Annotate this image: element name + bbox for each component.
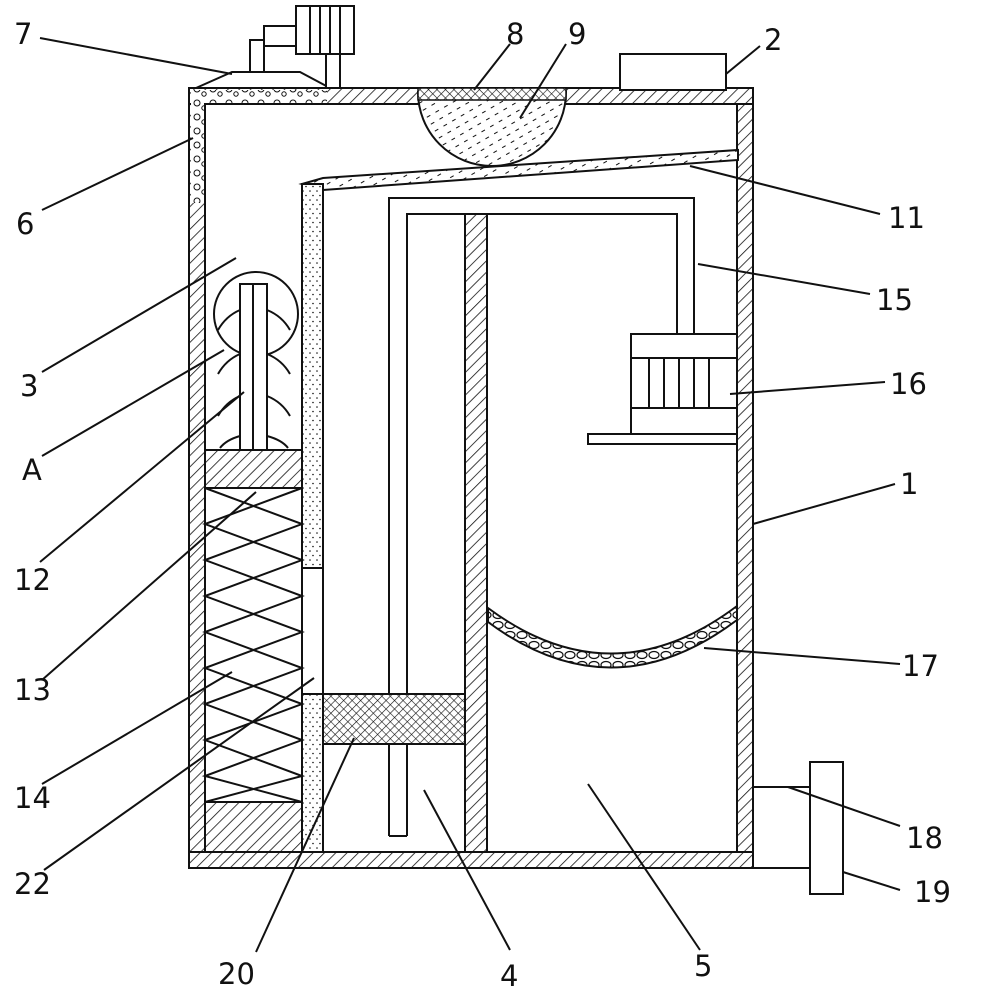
label-12: 12 xyxy=(14,563,51,597)
pipe xyxy=(388,197,695,837)
label-9: 9 xyxy=(568,17,586,51)
rotor-assembly xyxy=(213,271,299,451)
spring-assembly xyxy=(201,449,306,853)
label-A: A xyxy=(22,453,42,487)
label-18: 18 xyxy=(906,821,943,855)
label-6: 6 xyxy=(16,207,34,241)
outlet-valve xyxy=(753,761,844,895)
leader-lines xyxy=(39,37,901,953)
label-11: 11 xyxy=(888,201,925,235)
pump-unit xyxy=(587,333,738,445)
curved-mesh xyxy=(487,603,738,669)
label-2: 2 xyxy=(764,23,782,57)
dome-window xyxy=(416,87,568,167)
inner-wall-upper xyxy=(301,183,324,569)
label-16: 16 xyxy=(890,367,927,401)
porous-strip-side xyxy=(191,103,204,203)
label-17: 17 xyxy=(902,649,939,683)
label-5: 5 xyxy=(694,949,712,983)
label-1: 1 xyxy=(900,467,918,501)
label-4: 4 xyxy=(500,959,518,993)
label-15: 15 xyxy=(876,283,913,317)
label-7: 7 xyxy=(14,17,32,51)
top-fan-assembly xyxy=(195,5,355,89)
label-19: 19 xyxy=(914,875,951,909)
porous-strip-top xyxy=(191,90,327,103)
housing-wall xyxy=(188,87,754,869)
label-8: 8 xyxy=(506,17,524,51)
label-20: 20 xyxy=(218,957,255,991)
label-14: 14 xyxy=(14,781,51,815)
center-divider xyxy=(464,213,488,853)
label-3: 3 xyxy=(20,369,38,403)
top-box xyxy=(619,53,727,91)
label-22: 22 xyxy=(14,867,51,901)
inner-wall-lower xyxy=(301,693,324,853)
filter-block xyxy=(322,693,466,745)
label-13: 13 xyxy=(14,673,51,707)
